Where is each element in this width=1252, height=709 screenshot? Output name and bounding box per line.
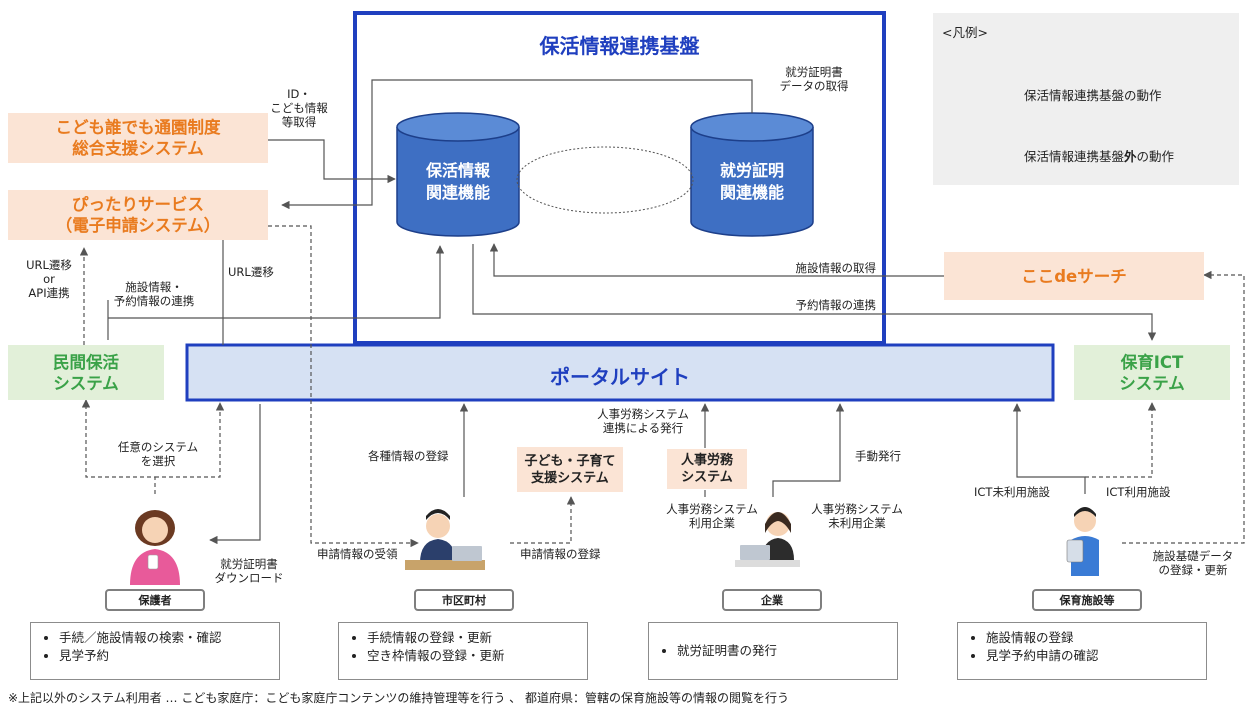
- info-item: 手続情報の登録・更新: [367, 629, 577, 647]
- role-tag-municipality: 市区町村: [414, 589, 514, 611]
- legend-dashed-label: 保活情報連携基盤外の動作: [1024, 146, 1174, 165]
- info-item: 見学予約: [59, 647, 269, 665]
- hoiku-ict-system-box: 保育ICT システム: [1074, 345, 1230, 400]
- kosodate-system-box: 子ども・子育て 支援システム: [517, 447, 623, 492]
- role-tag-company: 企業: [722, 589, 822, 611]
- parent-figure: [130, 510, 180, 585]
- platform-frame: [353, 11, 886, 345]
- label-url-api: URL遷移 or API連携: [26, 258, 72, 300]
- legend-solid-label: 保活情報連携基盤の動作: [1024, 88, 1162, 103]
- legend-dashed-pre: 保活情報連携基盤: [1024, 149, 1125, 164]
- label-jinji-nonuser: 人事労務システム 未利用企業: [811, 502, 903, 530]
- label-app-register: 申請情報の登録: [520, 547, 601, 561]
- minkan-hokatsu-system-box: 民間保活 システム: [8, 345, 164, 400]
- label-shuro-download: 就労証明書 ダウンロード: [214, 557, 284, 585]
- portal-site-label: ポータルサイト: [550, 365, 690, 389]
- db-link-ellipse: [516, 146, 694, 214]
- db-hokatsu-label: 保活情報 関連機能: [425, 161, 490, 202]
- label-ict-use: ICT利用施設: [1106, 485, 1171, 499]
- kodomo-system-box: こども誰でも通園制度 総合支援システム: [8, 113, 268, 163]
- label-jinji-issue: 人事労務システム 連携による発行: [597, 407, 689, 435]
- info-item: 手続／施設情報の検索・確認: [59, 629, 269, 647]
- company-figure: [735, 512, 800, 567]
- label-shuro-data: 就労証明書 データの取得: [779, 65, 849, 93]
- label-url-transition: URL遷移: [228, 265, 274, 279]
- db-shuro-label: 就労証明 関連機能: [719, 161, 784, 202]
- info-box-municipality: 手続情報の登録・更新 空き枠情報の登録・更新: [338, 622, 588, 680]
- role-tag-nursery: 保育施設等: [1032, 589, 1142, 611]
- label-app-receive: 申請情報の受領: [317, 547, 398, 561]
- label-jinji-user: 人事労務システム 利用企業: [666, 502, 758, 530]
- legend-title: <凡例>: [942, 25, 988, 40]
- label-reserve-link: 予約情報の連携: [795, 298, 877, 312]
- footnote: ※上記以外のシステム利用者 … こども家庭庁：こども家庭庁コンテンツの維持管理等…: [8, 691, 789, 705]
- info-item: 見学予約申請の確認: [986, 647, 1196, 665]
- pittari-service-box: ぴったりサービス （電子申請システム）: [8, 190, 268, 240]
- label-facility-basic: 施設基礎データ の登録・更新: [1152, 549, 1234, 577]
- db-hokatsu-shape: [396, 112, 520, 237]
- legend-dashed-bold: 外: [1124, 149, 1137, 164]
- label-facility-get: 施設情報の取得: [795, 261, 877, 275]
- platform-title: 保活情報連携基盤: [539, 34, 700, 58]
- label-ict-non: ICT未利用施設: [974, 485, 1050, 499]
- db-shuro-shape: [690, 112, 814, 237]
- info-box-company: 就労証明書の発行: [648, 622, 898, 680]
- portal-bar-shape: [185, 343, 1055, 402]
- info-item: 施設情報の登録: [986, 629, 1196, 647]
- municipality-figure: [405, 509, 485, 570]
- jinji-system-box: 人事労務 システム: [667, 449, 747, 489]
- info-box-nursery: 施設情報の登録 見学予約申請の確認: [957, 622, 1207, 680]
- label-manual-issue: 手動発行: [855, 449, 901, 463]
- legend-panel: [933, 13, 1239, 185]
- label-any-system: 任意のシステム を選択: [117, 440, 199, 468]
- info-box-parent: 手続／施設情報の検索・確認 見学予約: [30, 622, 280, 680]
- label-facility-reserve: 施設情報・ 予約情報の連携: [113, 280, 195, 308]
- label-various-register: 各種情報の登録: [368, 449, 449, 463]
- role-tag-parent: 保護者: [105, 589, 205, 611]
- kokode-search-box: ここdeサーチ: [944, 252, 1204, 300]
- info-item: 空き枠情報の登録・更新: [367, 647, 577, 665]
- label-id-get: ID・ こども情報 等取得: [270, 87, 328, 129]
- info-item: 就労証明書の発行: [677, 642, 777, 660]
- nursery-figure: [1066, 507, 1099, 576]
- legend-dashed-post: の動作: [1136, 149, 1175, 164]
